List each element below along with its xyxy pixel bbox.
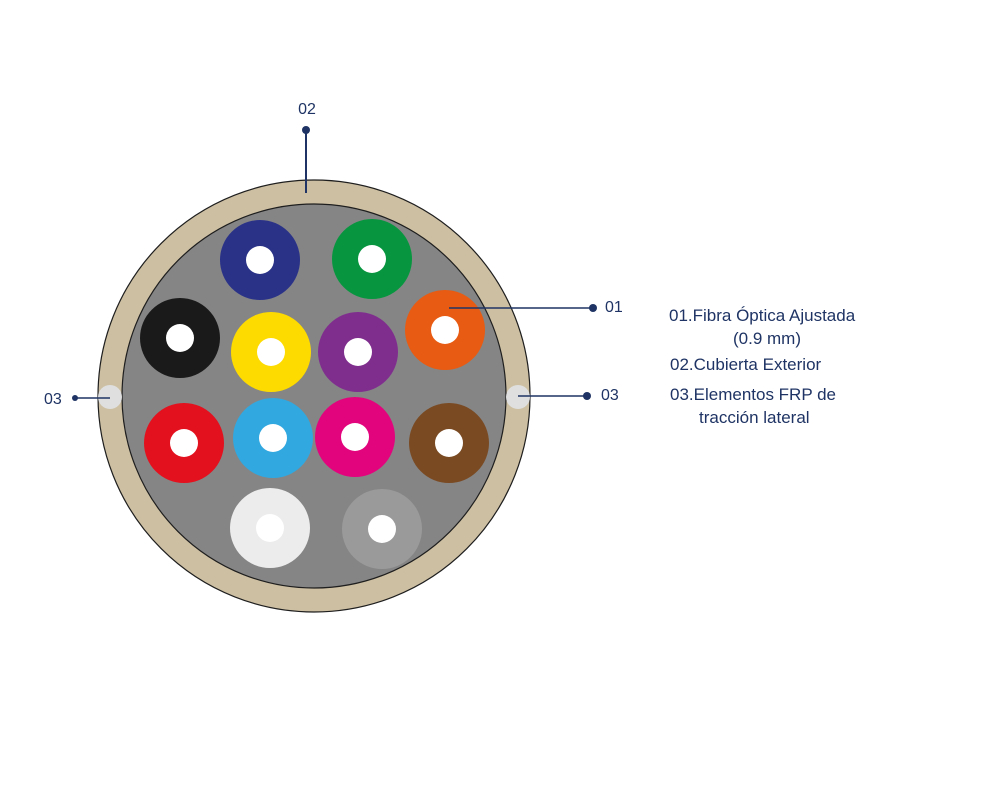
fiber-blue-core (246, 246, 274, 274)
legend: 01.Fibra Óptica Ajustada (0.9 mm) 02.Cub… (669, 306, 856, 427)
callout-03-right-label: 03 (601, 387, 619, 404)
fiber-yellow (231, 312, 311, 392)
fiber-green (332, 219, 412, 299)
fiber-red (144, 403, 224, 483)
frp-element-left (98, 385, 122, 409)
fiber-brown-core (435, 429, 463, 457)
callout-02-dot (302, 126, 310, 134)
fiber-aqua (233, 398, 313, 478)
fiber-white (230, 488, 310, 568)
callout-03-left: 03 (44, 391, 110, 408)
fiber-rose-core (341, 423, 369, 451)
fiber-aqua-core (259, 424, 287, 452)
callout-02-label: 02 (298, 101, 316, 118)
callout-03-left-label: 03 (44, 391, 62, 408)
fiber-slate (342, 489, 422, 569)
callout-03-right-dot (583, 392, 591, 400)
fiber-black-core (166, 324, 194, 352)
callout-03-right: 03 (518, 387, 619, 404)
fibers-group (140, 219, 489, 569)
fiber-brown (409, 403, 489, 483)
callout-02: 02 (298, 101, 316, 193)
fiber-orange (405, 290, 485, 370)
callout-03-left-dot (72, 395, 78, 401)
fiber-green-core (358, 245, 386, 273)
legend-item-03: 03.Elementos FRP de (670, 385, 836, 404)
fiber-violet-core (344, 338, 372, 366)
fiber-slate-core (368, 515, 396, 543)
fiber-orange-core (431, 316, 459, 344)
fiber-white-core (256, 514, 284, 542)
fiber-violet (318, 312, 398, 392)
callout-01-dot (589, 304, 597, 312)
fiber-yellow-core (257, 338, 285, 366)
callout-01-label: 01 (605, 299, 623, 316)
fiber-blue (220, 220, 300, 300)
cable-core (121, 203, 507, 589)
legend-item-02: 02.Cubierta Exterior (670, 355, 822, 374)
legend-item-01: 01.Fibra Óptica Ajustada (669, 306, 856, 325)
legend-item-01-detail: (0.9 mm) (733, 329, 801, 348)
fiber-black (140, 298, 220, 378)
legend-item-03-detail: tracción lateral (699, 408, 810, 427)
fiber-rose (315, 397, 395, 477)
fiber-red-core (170, 429, 198, 457)
callout-01: 01 (449, 299, 623, 316)
frp-element-right (506, 385, 530, 409)
